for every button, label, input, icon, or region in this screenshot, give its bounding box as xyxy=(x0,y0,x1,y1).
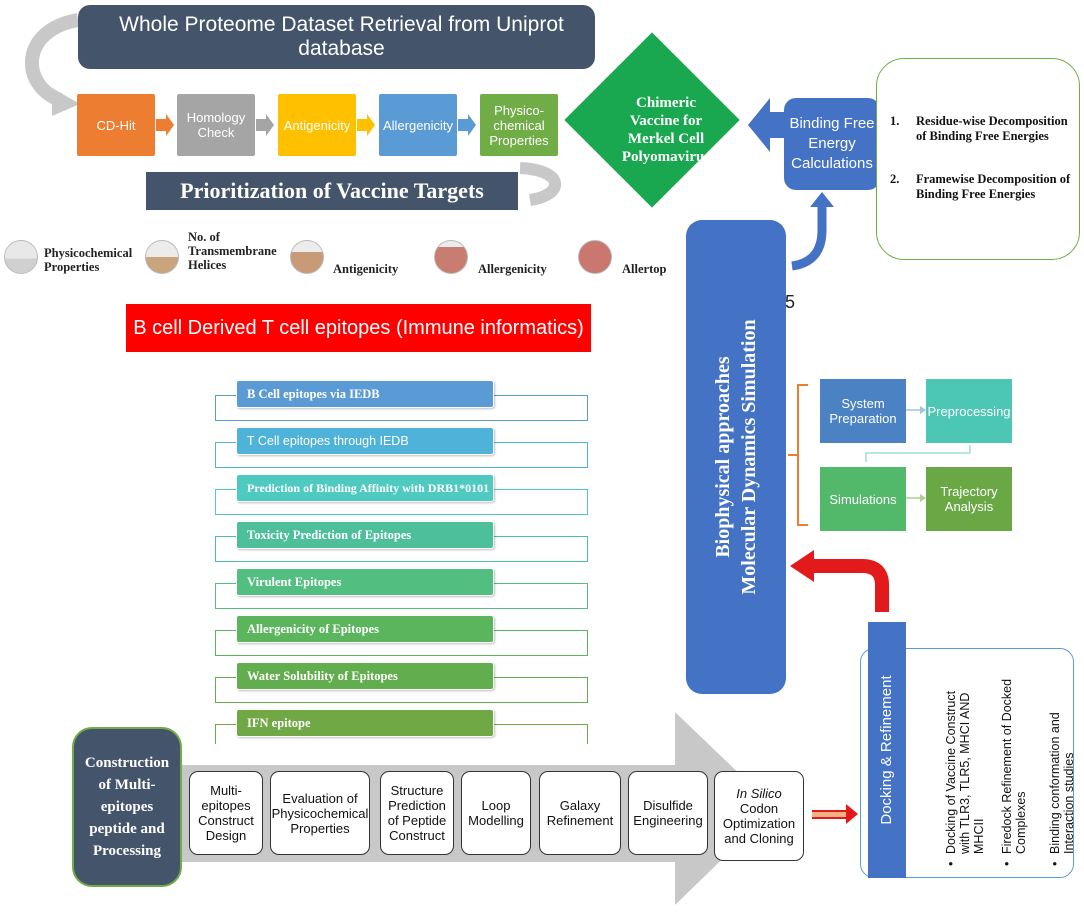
arrow-2 xyxy=(256,114,274,136)
epitope-step-2-label: T Cell epitopes through IEDB xyxy=(247,433,409,448)
construction-box: Construction of Multi-epitopes peptide a… xyxy=(72,727,182,887)
docking-title: Docking & Refinement xyxy=(878,675,895,825)
arrow-binding-to-chimeric xyxy=(748,98,785,152)
decomposition-box xyxy=(876,58,1080,260)
docking-bullet-3: •Binding conformation and Interaction st… xyxy=(1048,670,1084,866)
epitope-step-1-label: B Cell epitopes via IEDB xyxy=(247,386,380,401)
epitope-step-3: Prediction of Binding Affinity with DRB1… xyxy=(236,474,494,502)
construct-step-3-label: Structure Prediction of Peptide Construc… xyxy=(387,783,447,843)
construct-step-4-label: Loop Modelling xyxy=(468,798,524,828)
epitope-step-4-label: Toxicity Prediction of Epitopes xyxy=(247,527,412,542)
docking-bullet-1: •Docking of Vaccine Construct with TLR3,… xyxy=(944,670,986,866)
construct-step-4: Loop Modelling xyxy=(461,771,531,855)
codon-rest: Codon Optimization and Cloning xyxy=(722,801,796,846)
step-homology-check: Homology Check xyxy=(177,94,255,156)
md-bracket xyxy=(788,384,808,526)
step-allergenicity-label: Allergenicity xyxy=(382,117,454,133)
physicochemical-legend-icon xyxy=(4,240,38,274)
arrow-biophysical-to-binding xyxy=(791,205,827,271)
prioritization-label: Prioritization of Vaccine Targets xyxy=(180,178,484,203)
step-antigenicity-label: Antigenicity xyxy=(283,117,351,133)
legend-physicochemical-label: Physicochemical Properties xyxy=(44,246,133,274)
curve-arrow-mid xyxy=(519,162,562,206)
step-cd-hit: CD-Hit xyxy=(77,94,155,156)
system-preparation-box: System Preparation xyxy=(820,379,906,443)
system-preparation-label: System Preparation xyxy=(829,396,897,426)
epitope-step-5: Virulent Epitopes xyxy=(236,568,494,596)
arrow-4 xyxy=(458,114,476,136)
decomposition-item-2-label: Framewise Decomposition of Binding Free … xyxy=(916,172,1071,201)
arrow-docking-to-biophysical xyxy=(812,559,889,612)
legend-allertop-label: Allertop xyxy=(622,262,667,276)
binding-free-energy-label: Binding Free Energy Calculations xyxy=(789,115,875,172)
docking-bullet-2: •Firedock Refinement of Docked Complexes xyxy=(1000,670,1040,866)
step-homology-label: Homology Check xyxy=(186,110,246,140)
prioritization-title: Prioritization of Vaccine Targets xyxy=(146,172,518,210)
step-antigenicity: Antigenicity xyxy=(278,94,356,156)
chimeric-vaccine-label: Chimeric Vaccine for Merkel Cell Polyoma… xyxy=(621,95,711,165)
epitope-banner: B cell Derived T cell epitopes (Immune i… xyxy=(126,304,591,352)
legend-allergenicity-label: Allergenicity xyxy=(478,262,547,276)
arrow-1 xyxy=(156,114,174,136)
epitope-banner-label: B cell Derived T cell epitopes (Immune i… xyxy=(133,316,584,339)
epitope-step-2: T Cell epitopes through IEDB xyxy=(236,427,494,455)
epitope-step-4: Toxicity Prediction of Epitopes xyxy=(236,521,494,549)
simulations-label: Simulations xyxy=(829,491,897,507)
simulations-box: Simulations xyxy=(820,467,906,531)
step-physicochemical-label: Physico-chemical Properties xyxy=(489,102,549,148)
epitope-step-7-label: Water Solubility of Epitopes xyxy=(247,668,398,683)
construction-label: Construction of Multi-epitopes peptide a… xyxy=(84,755,170,859)
epitope-step-3-label: Prediction of Binding Affinity with DRB1… xyxy=(247,481,490,495)
allertop-legend-icon xyxy=(578,240,612,274)
biophysical-line-2: Molecular Dynamics Simulation xyxy=(738,319,760,595)
epitope-step-8: IFN epitope xyxy=(236,709,494,737)
biophysical-line-1: Biophysical approaches xyxy=(712,356,734,558)
construct-step-6-label: Disulfide Engineering xyxy=(633,798,703,828)
docking-bullet-2-label: Firedock Refinement of Docked Complexes xyxy=(1000,678,1028,854)
allergenicity-legend-icon xyxy=(434,240,468,274)
curve-arrow-top xyxy=(24,13,80,107)
step-allergenicity: Allergenicity xyxy=(379,94,457,156)
proteome-retrieval-title: Whole Proteome Dataset Retrieval from Un… xyxy=(78,5,595,69)
epitope-step-1: B Cell epitopes via IEDB xyxy=(236,380,494,408)
codon-label: In Silico Codon Optimization and Cloning xyxy=(717,786,801,846)
legend-antigenicity-label: Antigenicity xyxy=(333,262,399,276)
step-physicochemical: Physico-chemical Properties xyxy=(480,94,558,156)
decomposition-item-2: 2.Framewise Decomposition of Binding Fre… xyxy=(890,172,1074,202)
proteome-retrieval-label: Whole Proteome Dataset Retrieval from Un… xyxy=(119,13,564,60)
transmembrane-legend-icon xyxy=(145,240,179,274)
epitope-step-7: Water Solubility of Epitopes xyxy=(236,662,494,690)
decomposition-item-1: 1.Residue-wise Decomposition of Binding … xyxy=(890,114,1074,144)
antigenicity-legend-icon xyxy=(290,240,324,274)
binding-free-energy-box: Binding Free Energy Calculations xyxy=(784,98,880,190)
preprocessing-box: Preprocessing xyxy=(926,379,1012,443)
step-cd-hit-label: CD-Hit xyxy=(96,117,136,133)
construct-step-5-label: Galaxy Refinement xyxy=(546,798,614,828)
docking-bullet-1-label: Docking of Vaccine Construct with TLR3, … xyxy=(944,690,986,854)
construct-step-2: Evaluation of Physicochemical Properties xyxy=(270,771,370,855)
epitope-step-5-label: Virulent Epitopes xyxy=(247,574,342,589)
epitope-step-8-label: IFN epitope xyxy=(247,715,311,730)
epitope-step-6-label: Allergenicity of Epitopes xyxy=(247,621,379,636)
trajectory-analysis-label: Trajectory Analysis xyxy=(940,484,998,514)
stray-char: 5 xyxy=(785,292,796,312)
epitope-step-6: Allergenicity of Epitopes xyxy=(236,615,494,643)
biophysical-text: Biophysical approaches Molecular Dynamic… xyxy=(710,220,762,694)
construct-step-1: Multi-epitopes Construct Design xyxy=(189,771,263,855)
preprocessing-label: Preprocessing xyxy=(927,403,1011,419)
decomposition-item-1-label: Residue-wise Decomposition of Binding Fr… xyxy=(916,114,1068,143)
construct-step-5: Galaxy Refinement xyxy=(539,771,621,855)
docking-bullet-3-label: Binding conformation and Interaction stu… xyxy=(1048,712,1076,854)
legend-transmembrane-label: No. of Transmembrane Helices xyxy=(188,230,277,272)
construct-step-2-label: Evaluation of Physicochemical Properties xyxy=(271,790,369,836)
trajectory-analysis-box: Trajectory Analysis xyxy=(926,467,1012,531)
construct-step-3: Structure Prediction of Peptide Construc… xyxy=(380,771,454,855)
docking-title-bar xyxy=(868,622,906,878)
construct-step-7: In Silico Codon Optimization and Cloning xyxy=(714,771,804,861)
construct-step-6: Disulfide Engineering xyxy=(628,771,708,855)
arrow-3 xyxy=(357,114,375,136)
biophysical-box xyxy=(686,220,786,694)
codon-italic: In Silico xyxy=(736,786,782,801)
construct-step-1-label: Multi-epitopes Construct Design xyxy=(198,783,254,843)
